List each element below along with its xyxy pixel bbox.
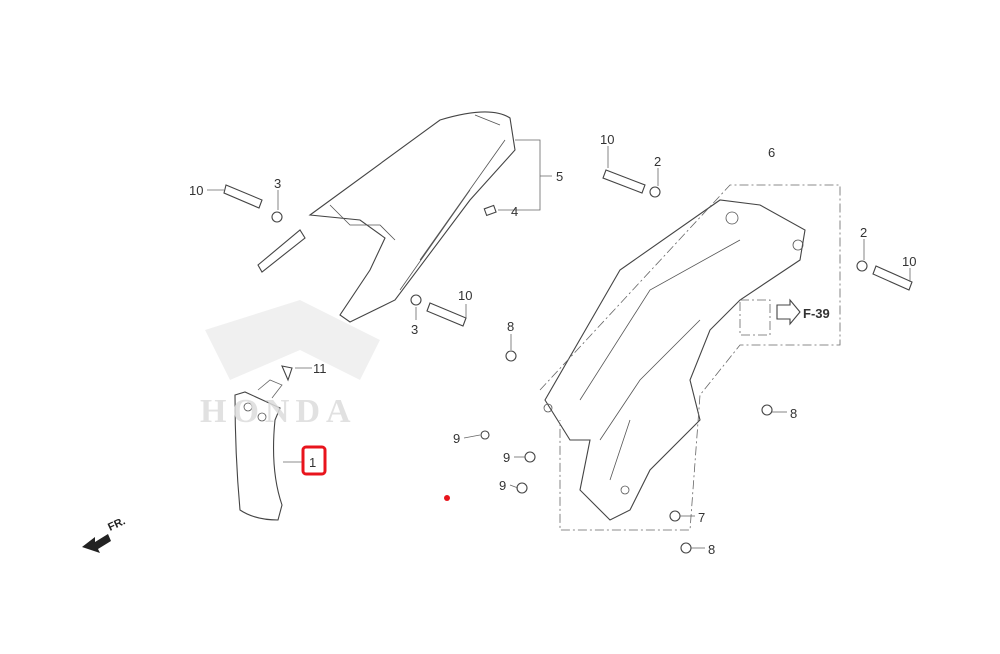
callout-8[interactable]: 8 (790, 406, 797, 421)
bolts-left (223, 184, 467, 382)
callout-8[interactable]: 8 (507, 319, 514, 334)
fasteners-right (480, 169, 913, 554)
front-arrow-icon (82, 534, 111, 553)
callout-8[interactable]: 8 (708, 542, 715, 557)
rear-seat-cowl (257, 111, 516, 323)
callout-2[interactable]: 2 (654, 154, 661, 169)
assembly-outline-6 (539, 184, 841, 531)
callout-7[interactable]: 7 (698, 510, 705, 525)
highlight-box (301, 445, 327, 476)
callout-4[interactable]: 4 (511, 204, 518, 219)
callout-10[interactable]: 10 (189, 183, 203, 198)
callout-9[interactable]: 9 (503, 450, 510, 465)
callout-2[interactable]: 2 (860, 225, 867, 240)
callout-11[interactable]: 11 (313, 361, 327, 376)
reference-label[interactable]: F-39 (803, 306, 830, 321)
callout-9[interactable]: 9 (453, 431, 460, 446)
callout-3[interactable]: 3 (411, 322, 418, 337)
ref-outline (739, 299, 771, 336)
callout-9[interactable]: 9 (499, 478, 506, 493)
reference-arrow-icon (776, 298, 801, 326)
callout-10[interactable]: 10 (600, 132, 614, 147)
callout-5[interactable]: 5 (556, 169, 563, 184)
mud-flap (234, 379, 283, 521)
front-label: FR. (106, 515, 127, 533)
front-direction-indicator: FR. (82, 515, 127, 553)
leader-lines (207, 139, 911, 549)
honda-watermark-wing (205, 300, 380, 380)
callout-3[interactable]: 3 (274, 176, 281, 191)
callout-1[interactable]: 1 (309, 455, 316, 470)
callout-10[interactable]: 10 (902, 254, 916, 269)
rear-fender (543, 199, 806, 521)
callout-10[interactable]: 10 (458, 288, 472, 303)
marker-dot (444, 495, 450, 501)
callout-6[interactable]: 6 (768, 145, 775, 160)
